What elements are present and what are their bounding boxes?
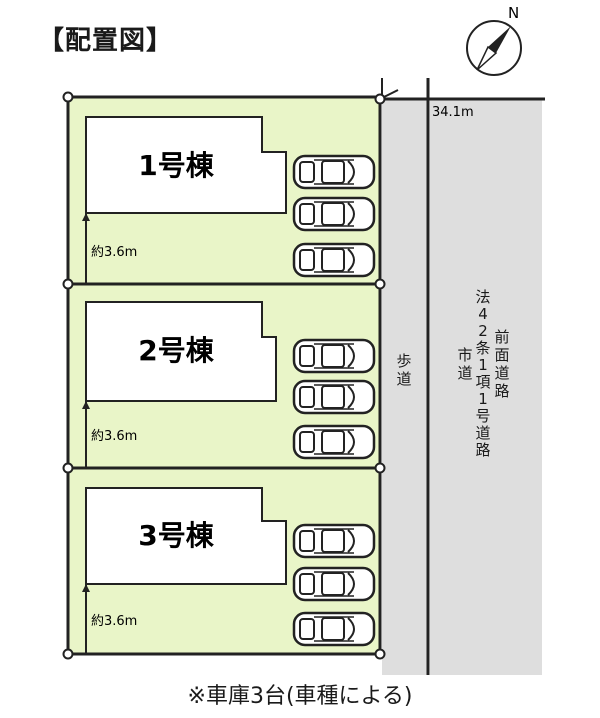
road	[430, 99, 542, 675]
front-road-label-char: 道	[494, 364, 509, 382]
road-legal-label-char: 号	[475, 407, 490, 425]
setback-label-1: 約3.6m	[91, 245, 137, 260]
sidewalk-label: 歩道	[396, 352, 411, 388]
building-label-2: 2号棟	[138, 334, 214, 367]
road-legal-label-char: 1	[478, 356, 488, 374]
car-icon	[292, 242, 376, 278]
car-icon	[292, 424, 376, 460]
road-legal-label-char: 項	[475, 373, 490, 391]
road-legal-label-char: 4	[478, 305, 488, 323]
sidewalk	[382, 99, 427, 675]
car-icon	[292, 379, 376, 415]
car-icon	[292, 523, 376, 559]
setback-label-2: 約3.6m	[91, 429, 137, 444]
city-road-label-char: 道	[457, 364, 472, 382]
sidewalk-label-char: 道	[396, 370, 411, 388]
north-arrow-icon: N	[466, 4, 522, 76]
car-icon	[292, 566, 376, 602]
car-icon	[292, 611, 376, 647]
road-width-label: 34.1m	[432, 105, 474, 120]
road-legal-label-char: 道	[475, 424, 490, 442]
front-road-label-char: 前	[494, 328, 509, 346]
road-legal-label-char: 法	[475, 288, 490, 306]
car-icon	[292, 338, 376, 374]
footnote: ※車庫3台(車種による)	[187, 684, 413, 709]
road-legal-label-char: 1	[478, 390, 488, 408]
road-legal-label-char: 路	[475, 441, 490, 459]
setback-label-3: 約3.6m	[91, 614, 137, 629]
page-title: 【配置図】	[38, 26, 174, 56]
building-label-3: 3号棟	[138, 519, 214, 552]
road-legal-label-char: 2	[478, 322, 488, 340]
building-label-1: 1号棟	[138, 149, 214, 182]
front-road-label-char: 路	[494, 382, 509, 400]
lot-1	[66, 95, 382, 286]
car-icon	[292, 196, 376, 232]
sidewalk-label-char: 歩	[396, 352, 411, 370]
boundary-markers	[62, 91, 386, 660]
city-road-label: 市道	[457, 346, 472, 382]
car-icon	[292, 154, 376, 190]
road-legal-label-char: 条	[475, 339, 490, 357]
city-road-label-char: 市	[457, 346, 472, 364]
front-road-label-char: 面	[494, 346, 509, 364]
compass-label: N	[508, 4, 519, 22]
parking-spaces	[292, 154, 376, 647]
lot-3	[66, 466, 382, 656]
